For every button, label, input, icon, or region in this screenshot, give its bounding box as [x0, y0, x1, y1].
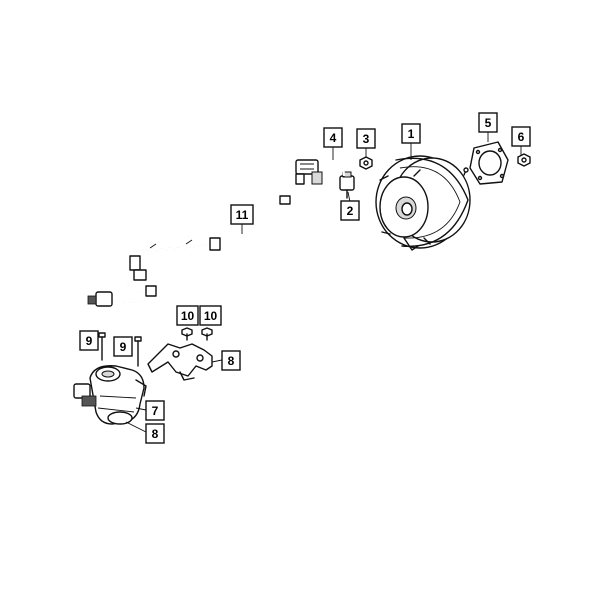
callout-3: 3 [356, 128, 376, 149]
brake-booster [375, 155, 471, 251]
callout-4: 4 [323, 127, 343, 148]
callout-9-left: 9 [79, 330, 99, 351]
callout-label: 8 [152, 427, 159, 441]
callout-label: 10 [204, 309, 218, 323]
callout-label: 10 [181, 309, 195, 323]
callout-2: 2 [340, 200, 360, 221]
vacuum-hose [295, 155, 345, 185]
wiring-harness [87, 173, 305, 307]
callout-9-right: 9 [113, 336, 133, 357]
callout-10-left: 10 [176, 305, 199, 326]
vacuum-pump [73, 365, 147, 425]
callout-label: 9 [86, 334, 93, 348]
callout-label: 11 [236, 208, 249, 222]
callout-1: 1 [401, 123, 421, 144]
callout-11: 11 [230, 204, 254, 225]
callout-label: 8 [228, 354, 235, 368]
callout-label: 1 [408, 127, 415, 141]
pump-bracket [147, 343, 213, 381]
callout-8-upper: 8 [221, 350, 241, 371]
bolts-9 [98, 332, 142, 367]
gasket [469, 141, 509, 185]
callout-label: 7 [152, 404, 159, 418]
callout-label: 6 [518, 130, 525, 144]
callout-10-right: 10 [199, 305, 222, 326]
callout-label: 9 [120, 340, 127, 354]
callout-6: 6 [511, 126, 531, 147]
callout-5: 5 [478, 112, 498, 133]
bolts-10 [181, 327, 213, 341]
vacuum-sensor [339, 171, 355, 199]
callout-label: 4 [330, 131, 337, 145]
callout-label: 3 [363, 132, 370, 146]
callout-label: 2 [347, 204, 354, 218]
nut-3 [359, 156, 373, 170]
nut-6 [517, 153, 531, 167]
callout-8-lower: 8 [145, 423, 165, 444]
callout-label: 5 [485, 116, 492, 130]
callout-7: 7 [145, 400, 165, 421]
